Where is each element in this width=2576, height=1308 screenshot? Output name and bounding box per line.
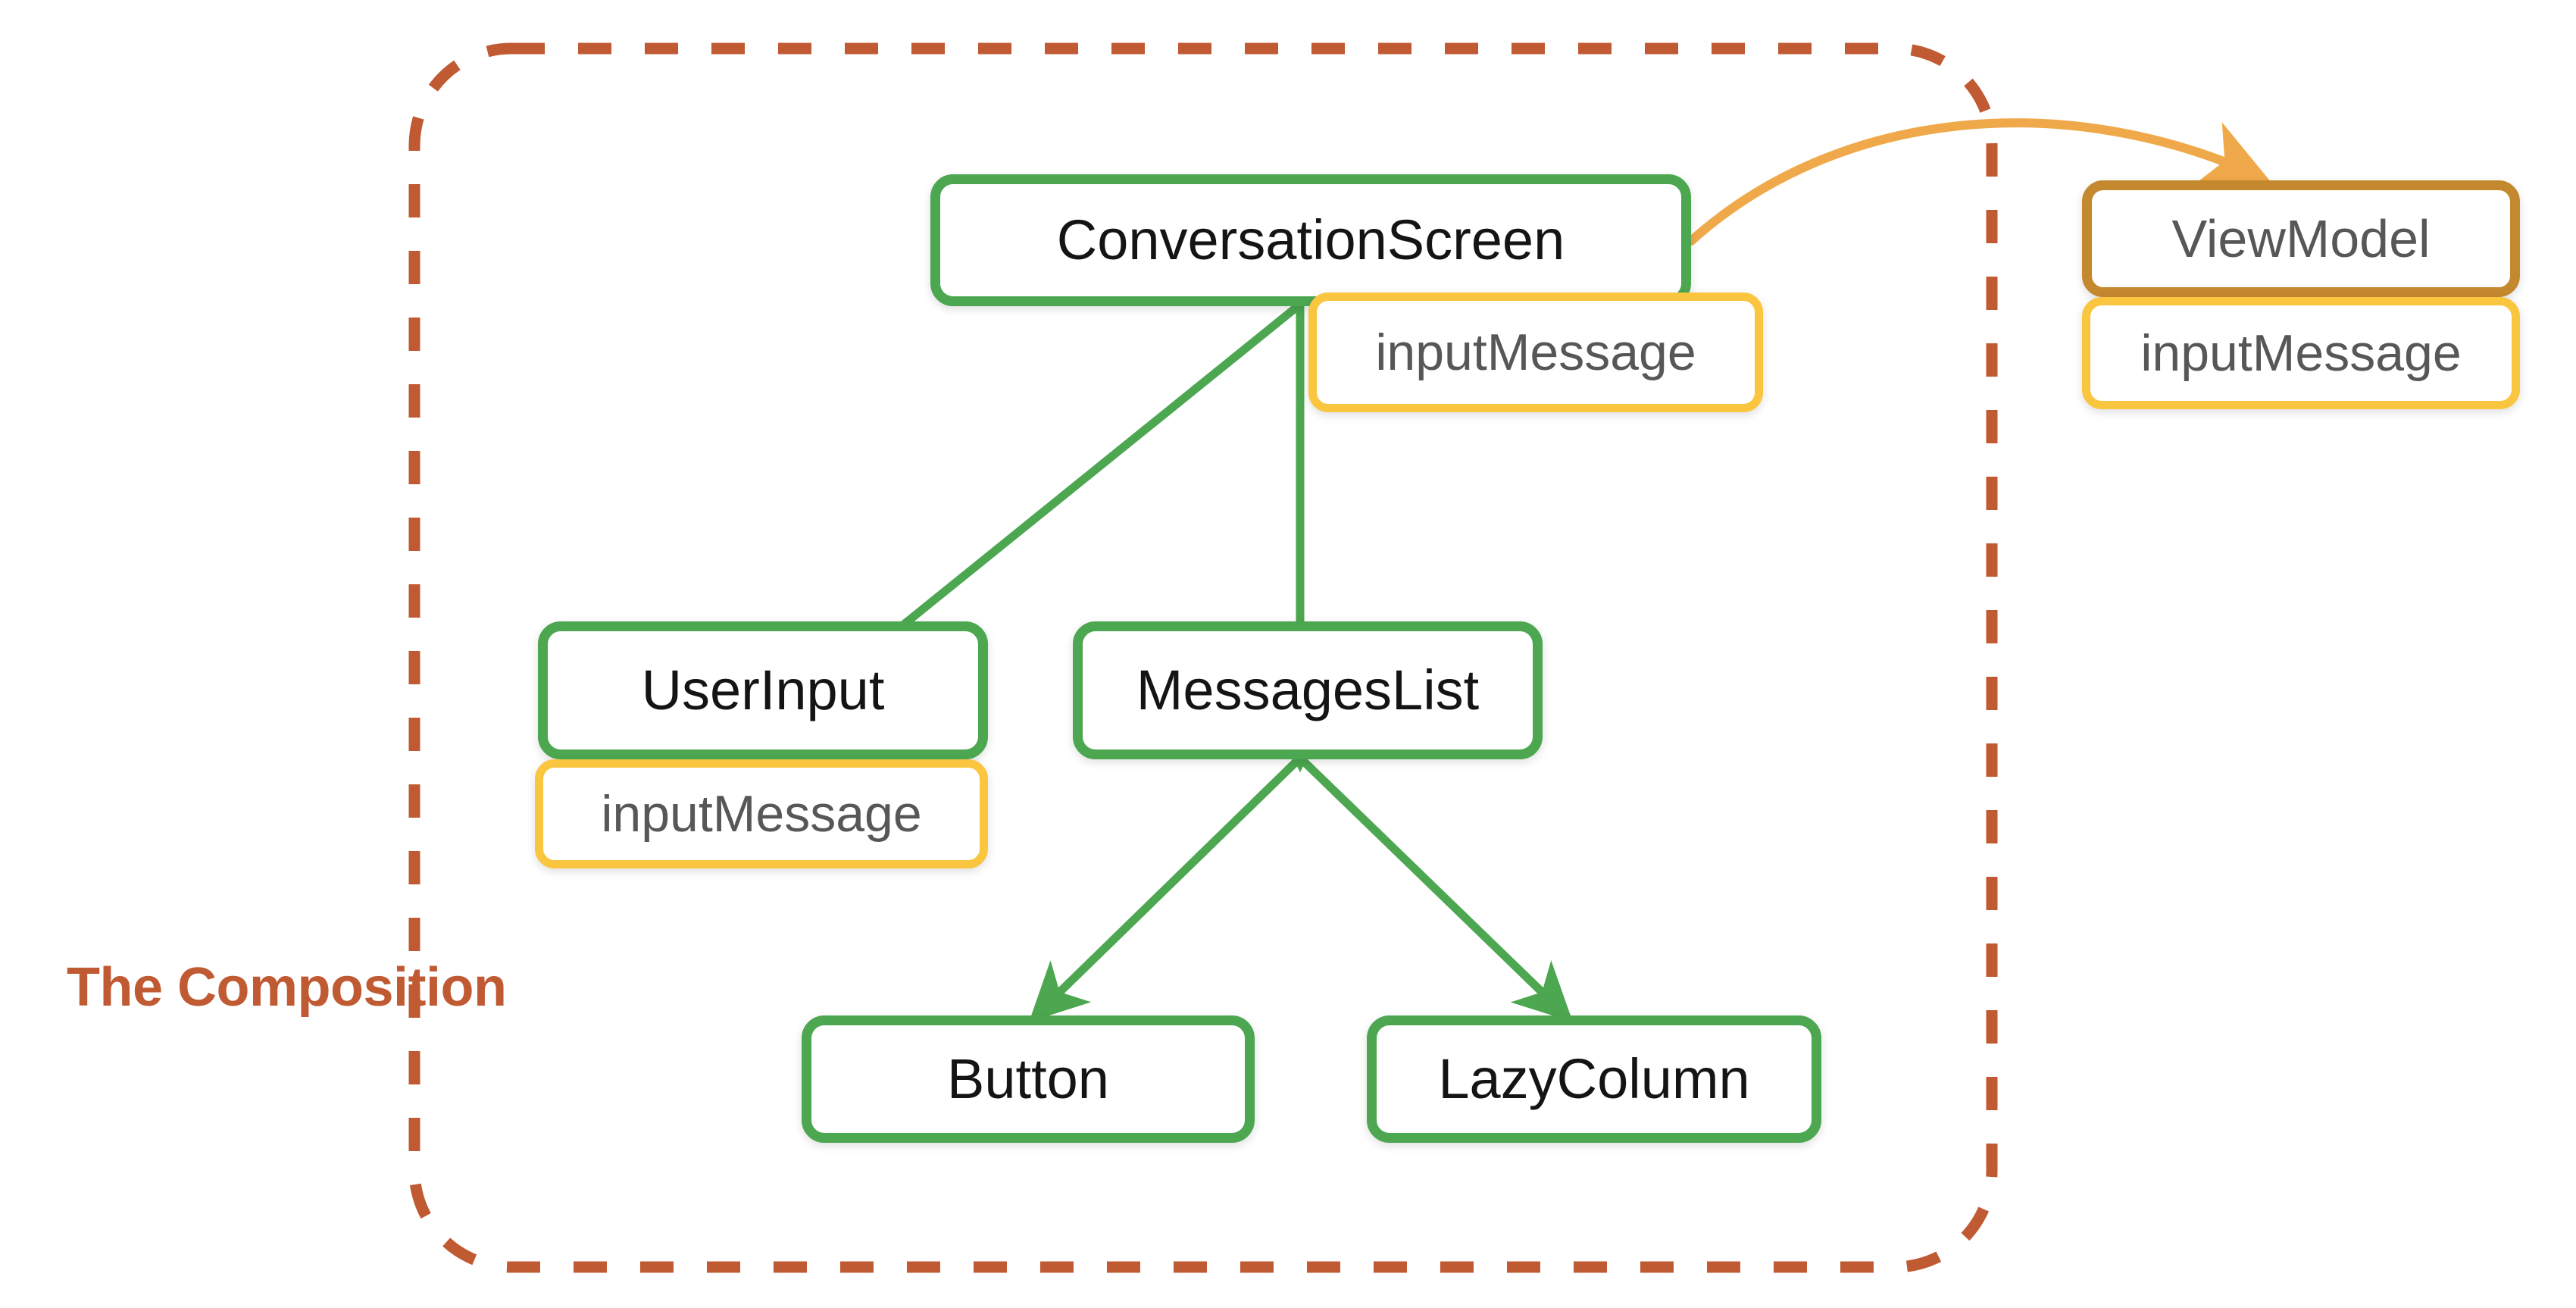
edge-messageslist-to-button (1029, 756, 1302, 1022)
edge-messageslist-to-lazycolumn (1299, 756, 1573, 1022)
node-lazy-column-label: LazyColumn (1438, 1047, 1750, 1110)
node-lazy-column[interactable]: LazyColumn (1367, 1015, 1821, 1143)
node-view-model-state[interactable]: inputMessage (2082, 297, 2520, 409)
node-conversation-screen-state[interactable]: inputMessage (1308, 293, 1763, 412)
node-user-input-state-label: inputMessage (601, 785, 922, 843)
node-conversation-screen-state-label: inputMessage (1375, 324, 1696, 381)
node-user-input-state[interactable]: inputMessage (535, 759, 988, 868)
node-messages-list-label: MessagesList (1136, 659, 1480, 721)
node-view-model[interactable]: ViewModel (2082, 180, 2520, 297)
node-user-input[interactable]: UserInput (538, 621, 988, 759)
composition-boundary-label: The Composition (67, 957, 507, 1018)
node-user-input-label: UserInput (641, 659, 885, 721)
node-view-model-state-label: inputMessage (2140, 324, 2462, 382)
node-button[interactable]: Button (802, 1015, 1255, 1143)
node-conversation-screen[interactable]: ConversationScreen (930, 174, 1691, 306)
node-conversation-screen-label: ConversationScreen (1056, 208, 1565, 271)
node-messages-list[interactable]: MessagesList (1073, 621, 1543, 759)
node-view-model-label: ViewModel (2171, 209, 2431, 268)
node-button-label: Button (947, 1047, 1109, 1110)
